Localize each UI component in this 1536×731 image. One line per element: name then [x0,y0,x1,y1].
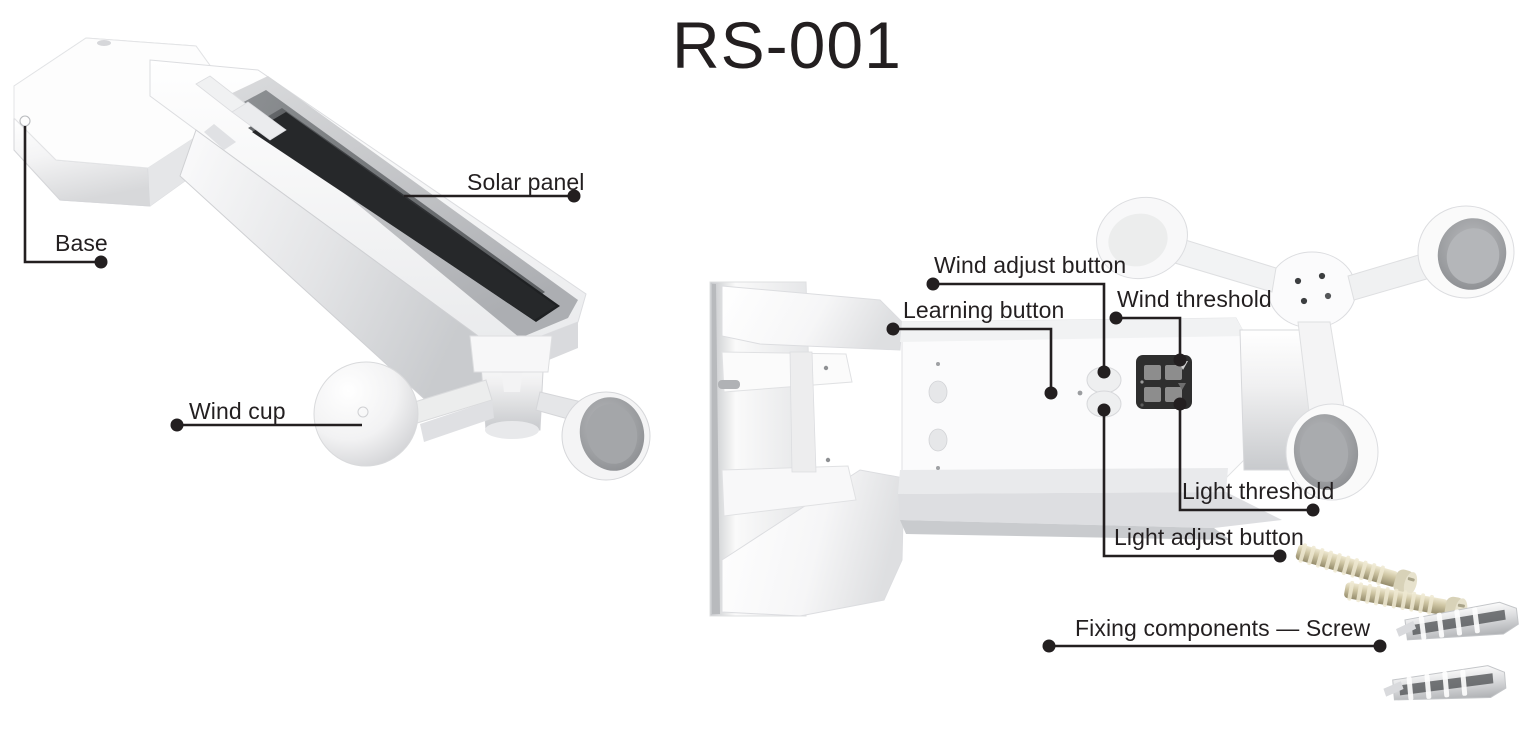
callout-label-solar-panel: Solar panel [467,169,585,195]
leader-wind-adjust-button [933,282,1106,372]
dot-wind-adjust-button-label [926,277,940,291]
dot-wind-cup [170,418,184,432]
wall-anchor [1383,665,1507,701]
callout-label-learning-button: Learning button [903,297,1065,323]
dot-fixing-components-left [1042,639,1056,653]
callout-label-wind-threshold: Wind threshold [1117,286,1272,312]
leader-light-adjust-button [1102,410,1280,558]
callout-label-light-threshold: Light threshold [1182,478,1335,504]
page-title: RS-001 [672,8,902,82]
dot-wind-threshold-target [1173,353,1187,367]
dot-light-threshold-target [1173,397,1187,411]
callout-dots [94,189,1387,653]
callout-leader-lines [23,126,1380,648]
left-product-view [13,37,651,481]
callout-label-wind-adjust-button: Wind adjust button [934,252,1127,278]
right-anemometer [1096,196,1515,501]
left-anemometer [313,335,651,481]
fixing-components [1295,543,1519,701]
mounting-bracket [709,281,905,617]
dot-base [94,255,108,269]
sensor-body [898,317,1282,540]
led-display-shape [1136,355,1192,409]
wall-anchor [1396,601,1519,641]
leader-light-threshold [1178,404,1313,512]
callout-label-fixing-components: Fixing components — Screw [1075,615,1371,641]
dot-light-threshold-label [1306,503,1320,517]
solar-panel-cells [240,90,560,322]
leader-base [23,126,101,264]
dot-learning-button-target [1044,386,1058,400]
dot-wind-adjust-button-target [1097,365,1111,379]
callout-label-light-adjust-button: Light adjust button [1114,524,1304,550]
dot-solar-panel [567,189,581,203]
dot-light-adjust-button-target [1097,403,1111,417]
leader-learning-button [893,327,1053,389]
screw [1295,543,1418,596]
dot-learning-button-label [886,322,900,336]
leader-wind-threshold [1116,316,1182,360]
callout-label-base: Base [55,230,108,256]
dot-wind-threshold-label [1109,311,1123,325]
dot-light-adjust-button-label [1273,549,1287,563]
dot-fixing-components-right [1373,639,1387,653]
right-product-view [709,196,1515,617]
callout-label-wind-cup: Wind cup [189,398,286,424]
